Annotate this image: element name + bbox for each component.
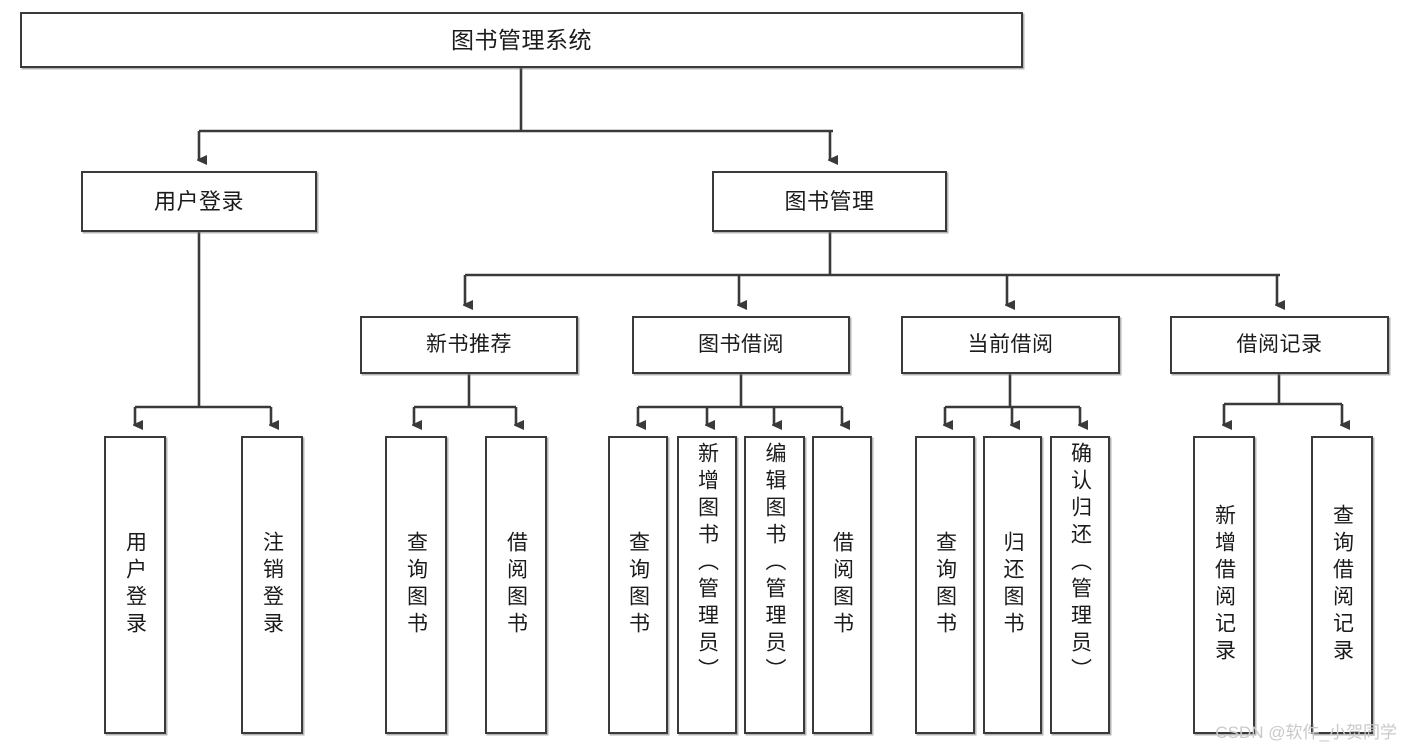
node-leaf-return-book-label: 归还图书 [1001,531,1024,639]
node-leaf-user-login[interactable]: 用户登录 [104,436,166,734]
node-book-manage[interactable]: 图书管理 [712,171,947,232]
node-leaf-edit-book[interactable]: 编辑图书（管理员） [744,436,805,734]
node-leaf-query-book-2-label: 查询图书 [626,531,650,639]
node-leaf-borrow-book-2[interactable]: 借阅图书 [812,436,872,734]
node-leaf-query-book-1[interactable]: 查询图书 [385,436,447,734]
node-current-borrow[interactable]: 当前借阅 [901,316,1120,374]
node-leaf-query-book-3[interactable]: 查询图书 [915,436,975,734]
node-leaf-query-book-2[interactable]: 查询图书 [608,436,668,734]
node-root[interactable]: 图书管理系统 [20,12,1023,68]
node-leaf-borrow-book-1[interactable]: 借阅图书 [485,436,547,734]
node-book-borrow-label: 图书借阅 [698,332,784,356]
node-borrow-record-label: 借阅记录 [1236,332,1323,356]
node-leaf-borrow-book-2-label: 借阅图书 [830,531,854,639]
node-book-borrow[interactable]: 图书借阅 [632,316,850,374]
node-leaf-borrow-book-1-label: 借阅图书 [504,531,528,639]
node-leaf-add-record-label: 新增借阅记录 [1212,504,1236,666]
node-user-login-label: 用户登录 [153,188,244,214]
node-leaf-logout-label: 注销登录 [260,531,284,639]
node-current-borrow-label: 当前借阅 [967,332,1054,356]
node-leaf-add-record[interactable]: 新增借阅记录 [1193,436,1255,734]
node-leaf-query-record-label: 查询借阅记录 [1330,504,1354,666]
node-book-manage-label: 图书管理 [784,188,875,214]
csdn-watermark: CSDN @软件_小贺同学 [1215,723,1397,742]
node-leaf-edit-book-label: 编辑图书（管理员） [763,442,786,685]
node-borrow-record[interactable]: 借阅记录 [1170,316,1389,374]
node-leaf-add-book[interactable]: 新增图书（管理员） [677,436,737,734]
node-leaf-user-login-label: 用户登录 [123,531,147,639]
node-leaf-query-book-1-label: 查询图书 [404,531,428,639]
node-leaf-logout[interactable]: 注销登录 [241,436,303,734]
node-leaf-query-record[interactable]: 查询借阅记录 [1311,436,1373,734]
node-user-login[interactable]: 用户登录 [81,171,317,232]
node-new-book-recommend-label: 新书推荐 [426,332,512,356]
node-leaf-confirm-return-label: 确认归还（管理员） [1068,442,1092,685]
node-leaf-add-book-label: 新增图书（管理员） [695,442,719,685]
node-leaf-query-book-3-label: 查询图书 [933,531,957,639]
node-leaf-return-book[interactable]: 归还图书 [983,436,1042,734]
node-root-label: 图书管理系统 [451,26,592,53]
node-new-book-recommend[interactable]: 新书推荐 [360,316,578,374]
node-leaf-confirm-return[interactable]: 确认归还（管理员） [1050,436,1110,734]
